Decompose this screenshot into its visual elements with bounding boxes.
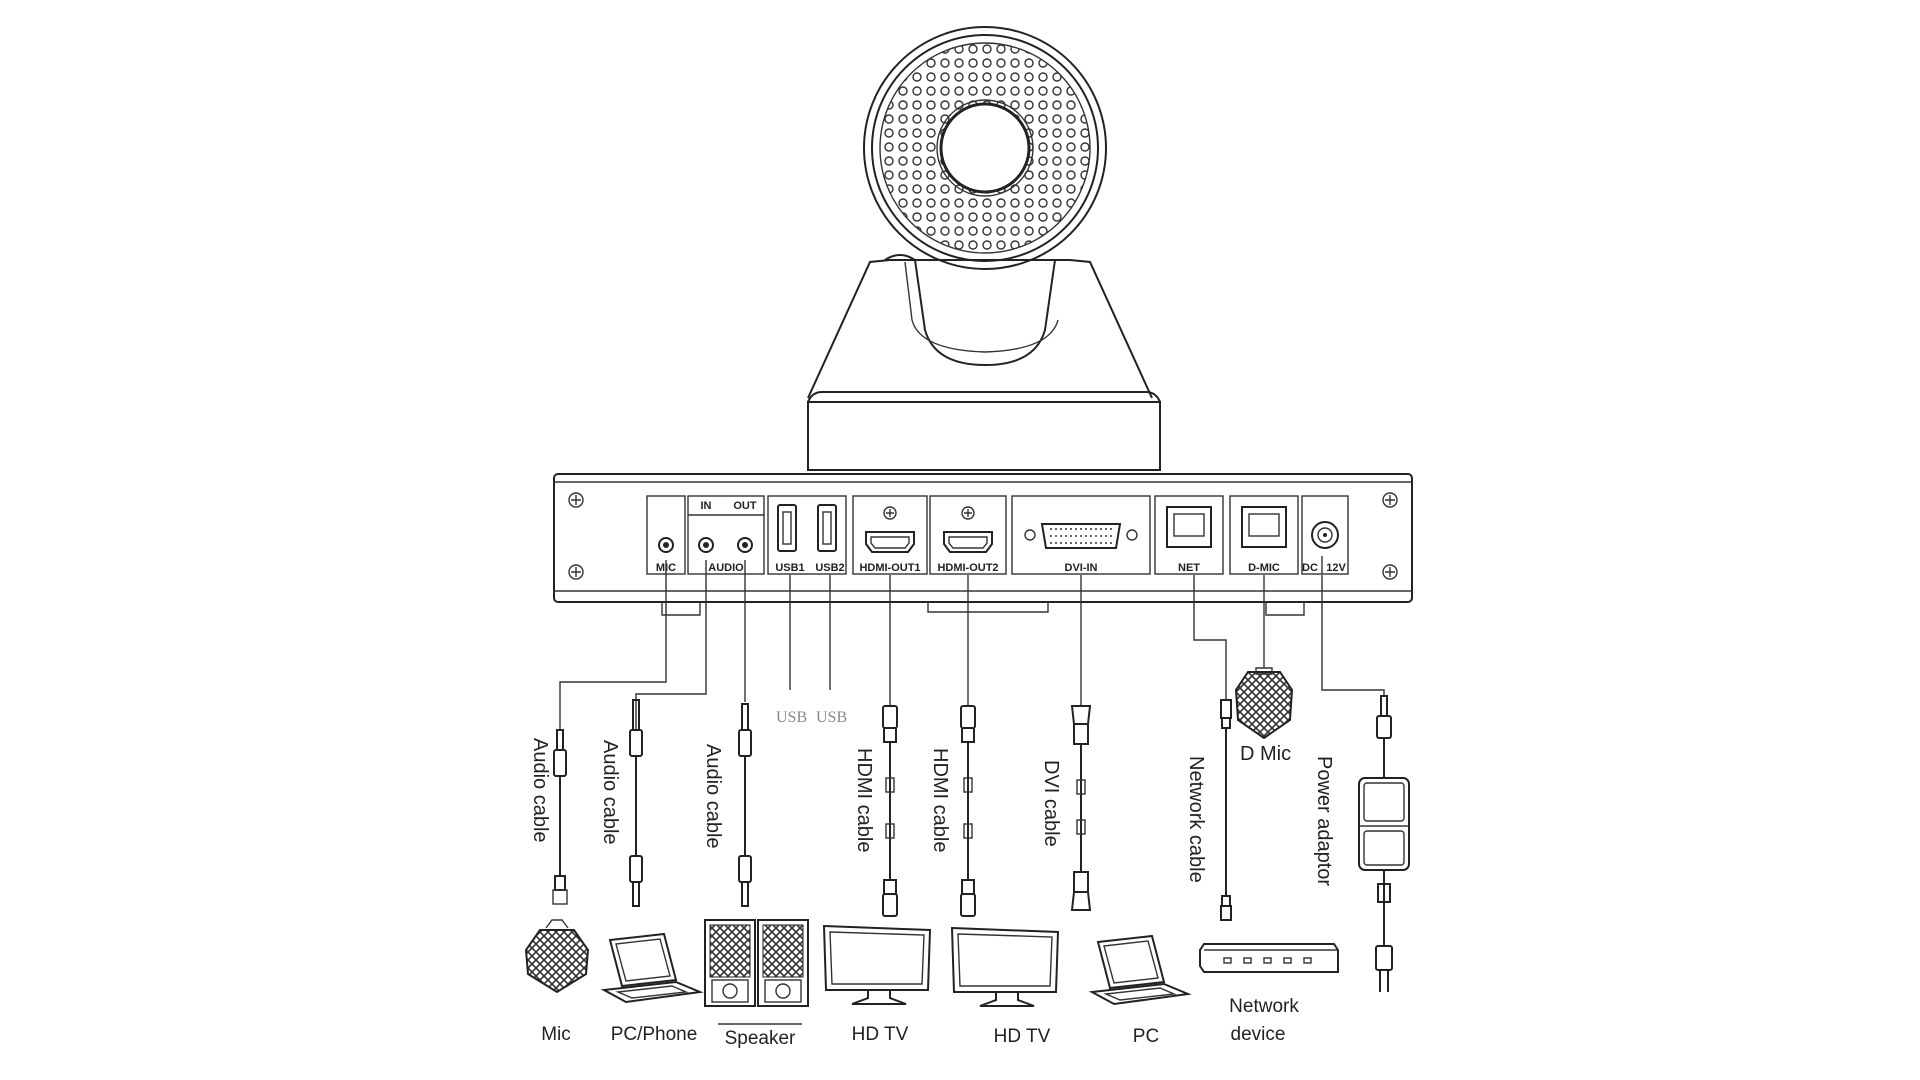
network-cable bbox=[1220, 699, 1232, 921]
laptop-icon bbox=[1088, 934, 1192, 1006]
cable-label-audio-out: Audio cable bbox=[702, 744, 724, 849]
cable-label-hdmi-1: HDMI cable bbox=[853, 748, 875, 852]
audio-port: IN OUT AUDIO bbox=[687, 495, 765, 575]
hdtv-icon bbox=[822, 924, 932, 1005]
rear-panel: MIC IN OUT AUDIO USB1 USB2 H bbox=[553, 473, 1413, 616]
port-label-net: NET bbox=[1178, 562, 1200, 574]
audio-cable-out bbox=[738, 703, 752, 907]
cable-label-dvi: DVI cable bbox=[1040, 760, 1062, 847]
dc-12v-port: DC 12V bbox=[1301, 495, 1349, 575]
hdmi-out2-port: HDMI-OUT2 bbox=[929, 495, 1007, 575]
d-mic-port: D-MIC bbox=[1229, 495, 1299, 575]
dvi-in-port: DVI-IN bbox=[1011, 495, 1151, 575]
cable-label-hdmi-2: HDMI cable bbox=[929, 748, 951, 852]
hdmi-out1-port: HDMI-OUT1 bbox=[852, 495, 928, 575]
port-label-12v: 12V bbox=[1326, 562, 1346, 574]
port-label-usb1: USB1 bbox=[775, 562, 804, 574]
cable-label-audio-in: Audio cable bbox=[599, 740, 621, 845]
device-label-network-line1: Network bbox=[1229, 996, 1299, 1017]
hdmi-cable-1 bbox=[882, 705, 898, 917]
net-port: NET bbox=[1154, 495, 1224, 575]
port-label-hdmi-out1: HDMI-OUT1 bbox=[859, 562, 920, 574]
laptop-icon bbox=[600, 932, 704, 1004]
audio-cable-in bbox=[629, 699, 643, 907]
port-label-d-mic: D-MIC bbox=[1248, 562, 1280, 574]
power-adaptor bbox=[1358, 695, 1410, 992]
cable-label-usb1: USB bbox=[776, 709, 807, 726]
port-label-usb2: USB2 bbox=[815, 562, 844, 574]
port-label-audio-out: OUT bbox=[733, 500, 757, 512]
port-label-hdmi-out2: HDMI-OUT2 bbox=[937, 562, 998, 574]
screw-icon bbox=[568, 492, 1398, 580]
cable-label-usb2: USB bbox=[816, 709, 847, 726]
wires bbox=[559, 560, 1385, 730]
device-label-pc-phone: PC/Phone bbox=[611, 1024, 698, 1045]
cable-label-network: Network cable bbox=[1185, 756, 1207, 883]
dvi-cable bbox=[1070, 705, 1092, 911]
hdmi-cable-2 bbox=[960, 705, 976, 917]
device-label-hdtv-1: HD TV bbox=[852, 1024, 909, 1045]
device-label-hdtv-2: HD TV bbox=[994, 1026, 1051, 1047]
device-label-network-line2: device bbox=[1231, 1024, 1286, 1045]
mic-device bbox=[524, 919, 590, 994]
port-label-audio: AUDIO bbox=[708, 562, 744, 574]
port-label-audio-in: IN bbox=[701, 500, 712, 512]
audio-cable-mic bbox=[552, 729, 568, 905]
network-switch-icon bbox=[1199, 943, 1339, 973]
hdtv-icon bbox=[950, 926, 1060, 1007]
device-label-pc: PC bbox=[1133, 1026, 1159, 1047]
device-label-speaker: Speaker bbox=[725, 1028, 796, 1049]
speaker-icon bbox=[704, 919, 809, 1007]
d-mic-device bbox=[1234, 667, 1294, 740]
usb-ports: USB1 USB2 bbox=[767, 495, 847, 575]
cable-label-audio-mic: Audio cable bbox=[529, 738, 551, 843]
cable-label-power: Power adaptor bbox=[1313, 756, 1335, 886]
cable-label-d-mic: D Mic bbox=[1240, 743, 1291, 765]
device-label-mic: Mic bbox=[541, 1024, 571, 1045]
port-label-dvi-in: DVI-IN bbox=[1065, 562, 1098, 574]
port-label-dc: DC bbox=[1302, 562, 1318, 574]
ptz-camera bbox=[807, 26, 1161, 471]
